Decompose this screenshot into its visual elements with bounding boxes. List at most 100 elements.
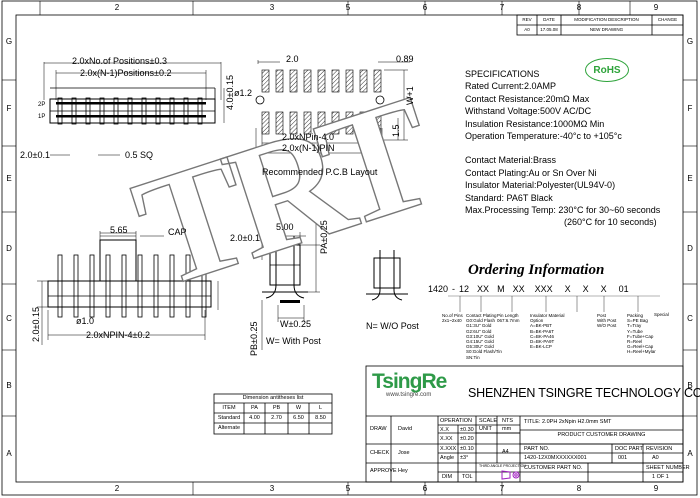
dim-table-h-pa: PA [251, 405, 258, 411]
legend-packing-f: F=Tube+Cap [627, 333, 654, 339]
zone-col-bottom-5: 5 [345, 484, 351, 493]
legend-insulator-d: D=BK-PA9T [530, 339, 555, 345]
legend-packing-t: T=Tray [627, 323, 642, 329]
zone-col-9: 9 [653, 3, 659, 12]
legend-packing-y: Y=Tube [627, 328, 643, 334]
legend-pin-length-title: Pin Length [497, 313, 519, 318]
legend-plating-title: Contact Plating [466, 313, 497, 318]
dim-pin-pitch: 2.0x(N-1)PIN [282, 143, 335, 153]
dim-table-title: Dimension antitheses list [242, 395, 304, 401]
legend-insulator-a: A=BK-PBT [530, 323, 552, 329]
label-cap: CAP [168, 227, 187, 237]
code-pin-length: XX [512, 284, 525, 294]
company-logo: TsingRe www.tsingre.com [372, 370, 462, 398]
zone-row-e: E [6, 174, 12, 183]
legend-post: Post With Post W/O Post [597, 313, 616, 329]
tb-tol-1-label: X.X [440, 427, 449, 433]
spec-operation-temp: Operation Temperature:-40°c to +105°c [465, 131, 622, 142]
tb-size: A4 [502, 449, 509, 455]
dim-table-h-item: ITEM [222, 405, 236, 411]
spec-contact-plating: Contact Plating:Au or Sn Over Ni [465, 167, 597, 178]
legend-packing: Packing S=PE Bag T=Tray Y=Tube F=Tube+Ca… [627, 313, 656, 355]
legend-plating-s0: S0:Gold Flash/Tin [466, 349, 502, 355]
tb-approve-name: Hey [398, 468, 408, 474]
dim-table-alternate: Alternate [217, 425, 240, 431]
tb-partno-value: 1420-12X0MXXXXXX001 [524, 455, 587, 461]
code-m: M [497, 284, 505, 294]
zone-col-5: 5 [345, 3, 351, 12]
tb-sheet-value: 1 OF 1 [652, 474, 669, 480]
logo-url: www.tsingre.com [386, 392, 432, 398]
dim-pad-length: 1.5 [391, 124, 401, 137]
tb-tol-1-value: ±0.30 [460, 427, 474, 433]
dim-w-plus-1: W+1 [405, 86, 415, 105]
legend-plating-g4: G4:15U" Gold [466, 339, 494, 345]
ordering-code: 1420 - 12 XX M XX XXX X X X 01 [428, 285, 629, 294]
tb-draw-label: DRAW [370, 426, 387, 432]
legend-pins-title: No.of Pins [442, 313, 463, 318]
tb-tol-4-value: ±3° [460, 455, 469, 461]
tb-title-value: 2.0PH 2xNpin H2.0mm SMT [542, 419, 612, 425]
dim-table-h-pb: PB [272, 405, 281, 411]
legend-plating: Contact Plating G0:Gold Flash G1:3U" Gol… [466, 313, 502, 360]
tb-approve-label: APPROVE [370, 468, 397, 474]
tb-customer-label: CUSTOMER PART NO. [524, 465, 583, 471]
dim-positions: 2.0xNo.of Positions±0.3 [72, 56, 167, 66]
spec-insulator-material: Insulator Material:Polyester(UL94V-0) [465, 180, 616, 191]
label-with-post: W= With Post [266, 336, 321, 346]
legend-insulator-c: C=BK-PA46 [530, 333, 555, 339]
legend-packing-s: S=PE Bag [627, 318, 648, 324]
zone-col-bottom-3: 3 [269, 484, 275, 493]
dim-square: 0.5 SQ [125, 150, 154, 160]
zone-row-right-a: A [687, 449, 693, 458]
dim-pb: PB±0.25 [249, 321, 259, 356]
rev-value-description: NEW DRAWING [589, 27, 624, 32]
dim-pcb-pad: 0.89 [396, 54, 414, 64]
code-option: X [600, 284, 607, 294]
zone-row-right-d: D [687, 244, 693, 253]
legend-insulator-e: E=BK-LCP [530, 344, 552, 350]
dim-w: W±0.25 [280, 319, 311, 329]
dim-table-h-w: W [295, 405, 302, 411]
dim-body-width: 5.00 [276, 222, 294, 232]
rev-header-description: MODIFICATION DESCRIPTION [574, 17, 639, 22]
legend-post-without: W/O Post [597, 323, 617, 329]
tb-drawing-type: PRODUCT CUSTOMER DRAWING [557, 432, 646, 438]
tb-operation: OPERATION [440, 418, 472, 424]
ordering-title: Ordering Information [468, 262, 605, 278]
tb-revision-label: REVISION [646, 446, 673, 452]
tb-tol-3-value: ±0.10 [460, 446, 474, 452]
tb-scale-value: NTS [502, 418, 513, 424]
zone-col-bottom-6: 6 [422, 484, 428, 493]
zone-row-b: B [6, 381, 12, 390]
tb-unit-label: UNIT [479, 426, 492, 432]
company-name: SHENZHEN TSINGRE TECHNOLOGY CO.,LTD [468, 386, 700, 400]
tb-draw-name: David [398, 426, 413, 432]
zone-col-bottom-7: 7 [499, 484, 505, 493]
dim-table-standard: Standard [217, 415, 241, 421]
dim-table-h-l: L [318, 405, 323, 411]
dim-pitch-2: 2.0±0.1 [20, 150, 50, 160]
legend-insulator-title: Insulator Material [530, 313, 565, 318]
tb-docpart-label: DOC PART [615, 446, 643, 452]
rev-header-rev: REV [522, 17, 532, 22]
dim-header-height: 2.0±0.15 [31, 307, 41, 342]
dim-pa: PA±0.25 [319, 220, 329, 254]
tb-partno-label: PART NO. [524, 446, 550, 452]
dim-table-standard-pa: 4.00 [249, 415, 260, 421]
spec-rated-current: Rated Current:2.0AMP [465, 81, 557, 92]
code-plating: XX [477, 284, 490, 294]
legend-plating-g3: G3:10U" Gold [466, 333, 494, 339]
spec-max-processing: Max.Processing Temp: 230°C for 30~60 sec… [465, 205, 661, 216]
code-series: 1420 [428, 284, 449, 294]
tb-dim: DIM [442, 474, 453, 480]
legend-plating-g1: G1:3U" Gold [466, 323, 492, 329]
dim-table-standard-w: 6.50 [293, 415, 304, 421]
label-1p: 1P [38, 114, 46, 120]
rev-header-date: DATE [543, 17, 555, 22]
label-2p: 2P [38, 102, 46, 108]
tb-title-label: TITLE: [524, 419, 541, 425]
dim-npin-length: 2.0xNPIN-4±0.2 [86, 330, 150, 340]
